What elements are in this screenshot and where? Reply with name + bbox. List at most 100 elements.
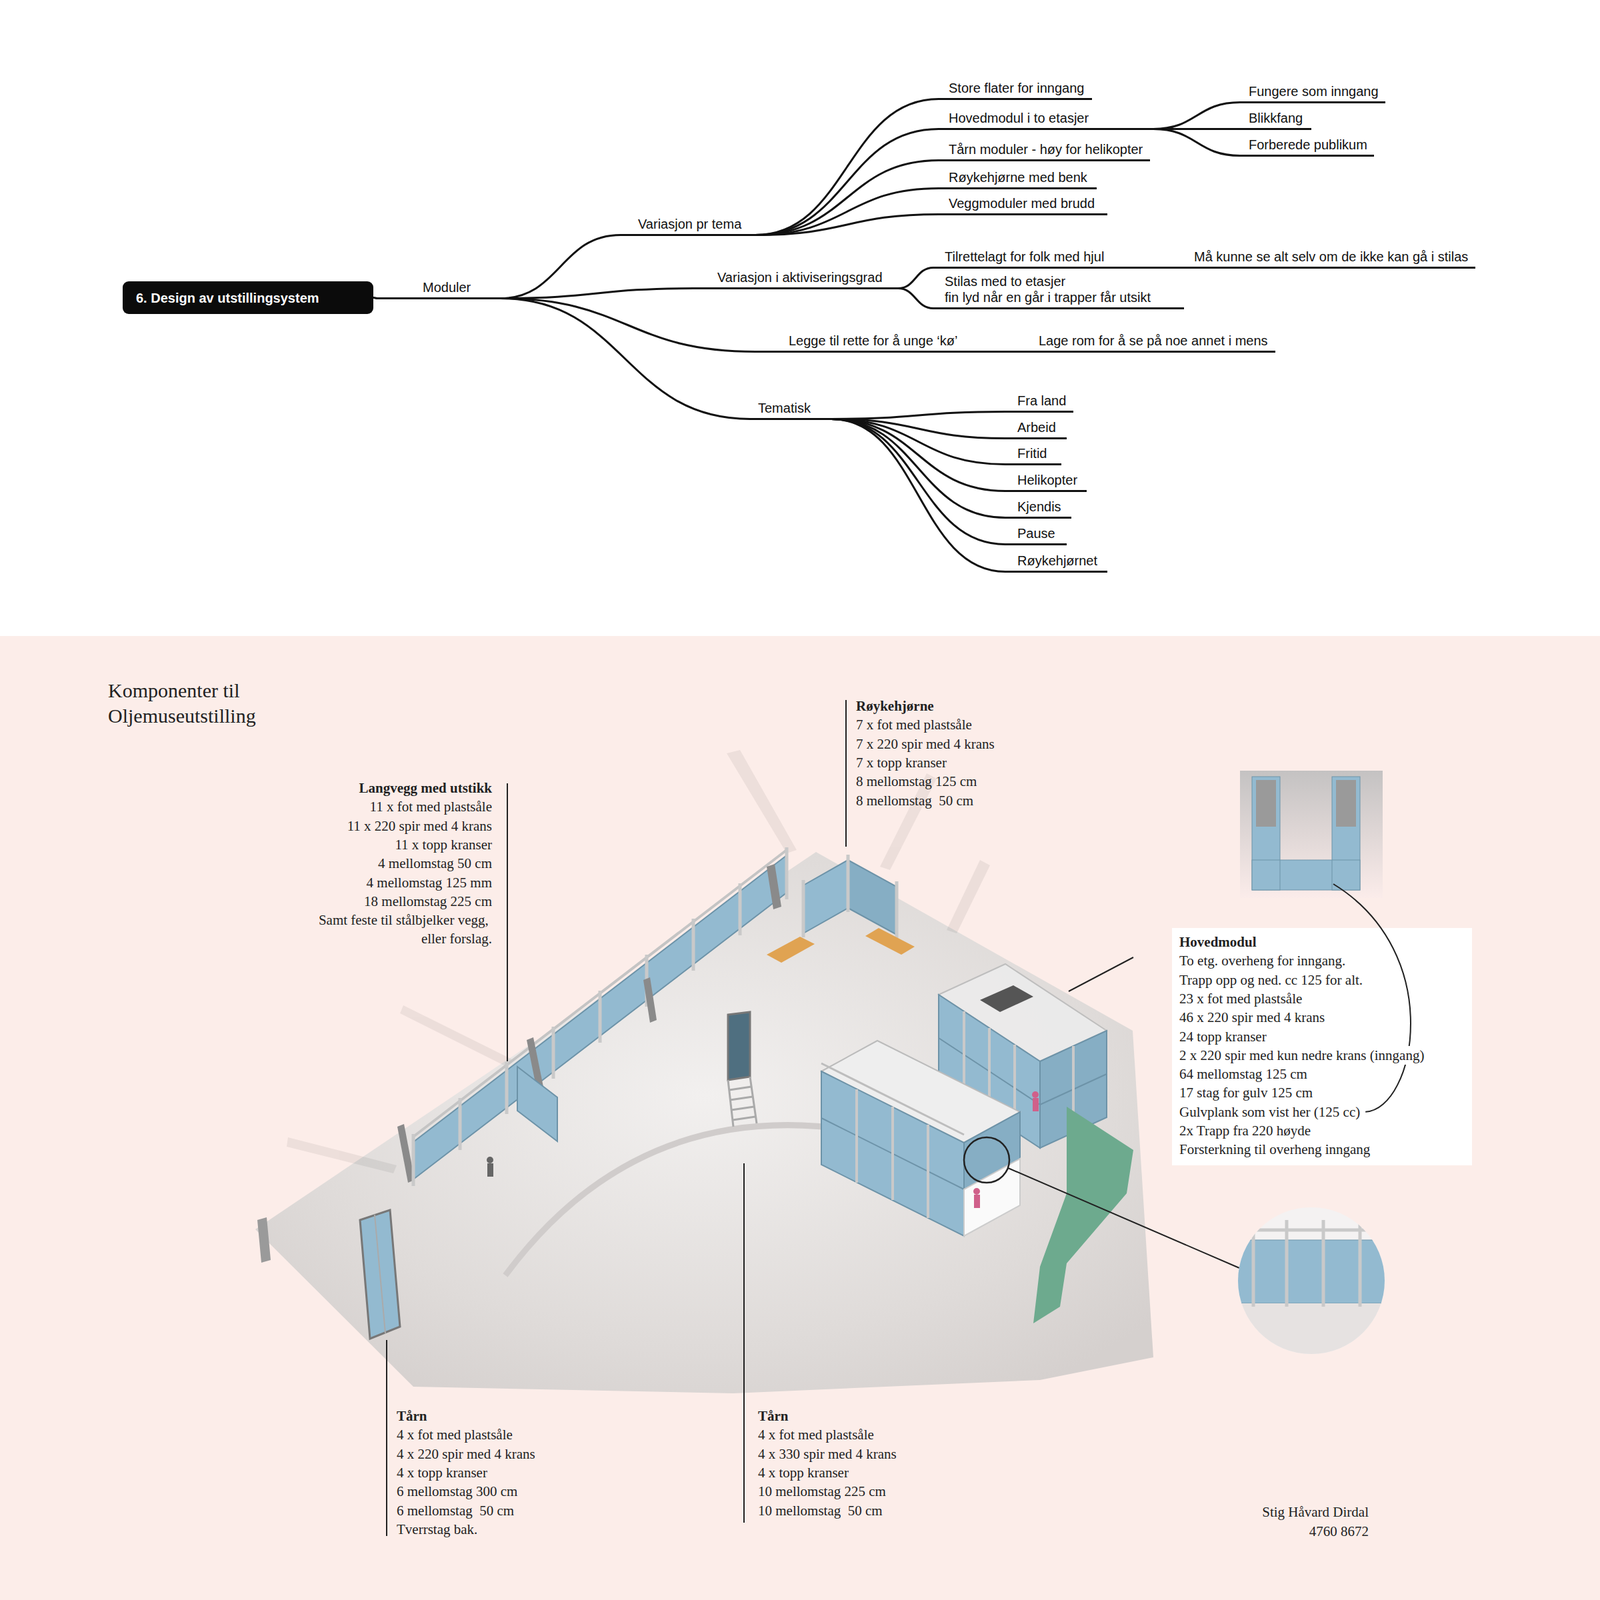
topic-label: Blikkfang: [1248, 110, 1303, 126]
branch-topic: Veggmoduler med brudd: [938, 195, 1108, 216]
branch-line: [755, 129, 939, 236]
component-line: 4 x topp kranser: [758, 1463, 849, 1482]
credit-text: 4760 8672: [1309, 1522, 1369, 1542]
branch-line: [755, 214, 939, 236]
topic-label: Hovedmodul i to etasjer: [948, 110, 1089, 126]
plan-inset: [1240, 770, 1383, 898]
branch-topic: Forberede publikum: [1240, 136, 1374, 157]
component-line: 10 mellomstag 225 cm: [758, 1482, 886, 1501]
component-line: To etg. overheng for inngang.: [1179, 951, 1346, 970]
component-heading: Røykehjørne: [856, 696, 934, 716]
topic-label: Tårn moduler - høy for helikopter: [948, 141, 1143, 158]
branch-topic: Tilrettelagt for folk med hjul: [933, 248, 1127, 269]
main-module: [821, 964, 1107, 1236]
panel-ground: [0, 636, 1600, 1600]
branch-line: [755, 99, 939, 236]
branch-topic: Lage rom for å se på noe annet i mens: [997, 332, 1276, 353]
component-line: Forsterkning til overheng inngang: [1179, 1140, 1370, 1159]
branch-line: [980, 350, 998, 353]
branch-topic: Fritid: [1005, 445, 1062, 466]
component-line: 2x Trapp fra 220 høyde: [1179, 1121, 1311, 1140]
topic-label: Fungere som inngang: [1248, 83, 1379, 100]
branch-line: [898, 268, 934, 289]
branch-line: [831, 419, 1006, 518]
root-box: 6. Design av utstillingsystem: [122, 281, 374, 314]
topic-label: Store flater for inngang: [948, 80, 1084, 96]
component-line: Trapp opp og ned. cc 125 for alt.: [1179, 970, 1363, 990]
branch-topic: Kjendis: [1005, 498, 1072, 519]
component-line: 2 x 220 spir med kun nedre krans (inngan…: [1179, 1046, 1424, 1065]
component-line: 4 x 330 spir med 4 krans: [758, 1444, 897, 1464]
component-line: 6 mellomstag 300 cm: [396, 1482, 518, 1501]
component-line: Gulvplank som vist her (125 cc): [1179, 1102, 1360, 1122]
component-line: Tverrstag bak.: [396, 1520, 478, 1539]
branch-line: [755, 188, 939, 236]
component-line: 10 mellomstag 50 cm: [758, 1501, 883, 1520]
topic-label: Legge til rette for å unge ‘kø’: [788, 332, 958, 349]
component-heading: Tårn: [758, 1406, 789, 1426]
component-line: 18 mellomstag 225 cm: [364, 892, 492, 911]
panel-title: Komponenter til Oljemuseutstilling: [108, 678, 308, 729]
topic-label: Arbeid: [1017, 419, 1056, 436]
component-line: 4 mellomstag 125 mm: [366, 873, 492, 892]
branch-topic: Arbeid: [1005, 419, 1067, 440]
branch-line: [831, 412, 1006, 420]
branch-line: [898, 288, 934, 309]
component-line: 24 topp kranser: [1179, 1027, 1267, 1046]
component-line: 8 mellomstag 50 cm: [856, 791, 974, 810]
component-line: 4 mellomstag 50 cm: [378, 854, 492, 873]
component-line: 11 x fot med plastsåle: [369, 797, 492, 816]
branch-topic: Røykehjørnet: [1005, 552, 1108, 573]
branch-topic: Blikkfang: [1240, 110, 1312, 130]
topic-label: Forberede publikum: [1248, 136, 1368, 153]
branch-line: [500, 288, 694, 299]
component-line: 4 x topp kranser: [396, 1463, 488, 1482]
tower: [360, 1210, 400, 1339]
component-line: 17 stag for gulv 125 cm: [1179, 1083, 1313, 1102]
topic-label: Variasjon i aktiviseringsgrad: [717, 269, 883, 286]
smoking-corner: [766, 854, 915, 963]
component-line: 6 mellomstag 50 cm: [396, 1501, 514, 1520]
credit-text: Stig Håvard Dirdal: [1262, 1502, 1369, 1522]
branch-line: [500, 298, 750, 420]
branch-line: [1126, 266, 1180, 269]
component-heading: Langvegg med utstikk: [358, 778, 492, 798]
topic-label: Pause: [1017, 525, 1056, 542]
branch-line: [1153, 129, 1240, 156]
branch-topic: Helikopter: [1005, 472, 1087, 492]
branch-topic: Variasjon i aktiviseringsgrad: [694, 269, 898, 290]
component-line: 7 x fot med plastsåle: [856, 715, 972, 734]
component-line: 46 x 220 spir med 4 krans: [1179, 1008, 1325, 1027]
leader-lines: [386, 700, 1134, 1536]
component-line: 11 x topp kranser: [394, 835, 492, 854]
branch-line: [831, 419, 1006, 572]
topic-label: Kjendis: [1017, 498, 1062, 515]
topic-label: Må kunne se alt selv om de ikke kan gå i…: [1194, 248, 1468, 265]
branch-line: [831, 419, 1006, 465]
topic-label: Moduler: [422, 279, 471, 296]
branch-line: [831, 419, 1006, 545]
topic-label: Røykehjørnet: [1017, 552, 1098, 569]
branch-topic: Hovedmodul i to etasjer: [938, 110, 1154, 130]
component-line: Samt feste til stålbjelker vegg, eller f…: [318, 910, 492, 949]
component-line: 64 mellomstag 125 cm: [1179, 1064, 1308, 1084]
topic-label: Stilas med to etasjer fin lyd når en går…: [944, 273, 1151, 306]
topic-label: Tilrettelagt for folk med hjul: [944, 248, 1104, 265]
tower: [728, 1012, 757, 1127]
branch-topic: Røykehjørne med benk: [938, 169, 1097, 190]
magnifier: [964, 1137, 1394, 1357]
branch-topic: Fungere som inngang: [1240, 83, 1386, 104]
topic-label: Veggmoduler med brudd: [948, 195, 1095, 212]
component-line: 7 x topp kranser: [856, 753, 947, 772]
component-heading: Hovedmodul: [1179, 932, 1257, 952]
branch-topic: Store flater for inngang: [938, 80, 1092, 100]
leader-curve: [1333, 884, 1411, 1112]
branch-topic: Fra land: [1005, 392, 1074, 413]
branch-line: [373, 298, 378, 299]
component-line: 4 x 220 spir med 4 krans: [396, 1444, 536, 1464]
topic-label: Fra land: [1017, 392, 1066, 409]
root-label: 6. Design av utstillingsystem: [136, 290, 320, 306]
